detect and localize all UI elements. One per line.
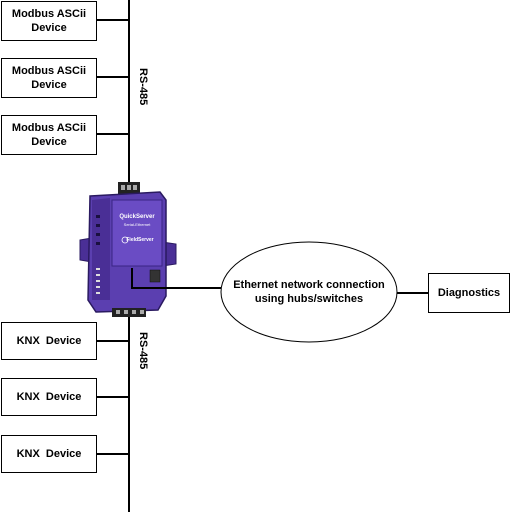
rs485-top-label: RS-485 bbox=[137, 68, 149, 106]
knx-device-label: KNX Device bbox=[16, 448, 82, 460]
rs485-bottom-label: RS-485 bbox=[137, 332, 149, 370]
modbus-device-label: Modbus ASCii Device bbox=[11, 8, 87, 34]
gateway-maker-label: FieldServer bbox=[126, 237, 153, 243]
modbus-device-box: Modbus ASCii Device bbox=[1, 1, 97, 41]
diagnostics-box: Diagnostics bbox=[428, 273, 510, 313]
gateway-subtitle-label: Serial-Ethernet bbox=[124, 222, 152, 227]
knx-device-box: KNX Device bbox=[1, 435, 97, 473]
modbus-device-box: Modbus ASCii Device bbox=[1, 58, 97, 98]
ethernet-network-label: Ethernet network connection using hubs/s… bbox=[233, 279, 385, 305]
knx-device-label: KNX Device bbox=[16, 335, 82, 347]
ethernet-link-line bbox=[131, 268, 222, 289]
knx-device-label: KNX Device bbox=[16, 391, 82, 403]
quickserver-gateway-icon: QuickServer Serial-Ethernet FieldServer bbox=[79, 182, 177, 317]
knx-device-box: KNX Device bbox=[1, 322, 97, 360]
front-label-panel bbox=[111, 199, 163, 267]
ethernet-port bbox=[149, 269, 161, 283]
modbus-device-label: Modbus ASCii Device bbox=[11, 122, 87, 148]
modbus-device-box: Modbus ASCii Device bbox=[1, 115, 97, 155]
bottom-terminal-block bbox=[112, 308, 146, 317]
knx-device-box: KNX Device bbox=[1, 378, 97, 416]
diagnostics-label: Diagnostics bbox=[437, 287, 501, 299]
modbus-device-label: Modbus ASCii Device bbox=[11, 65, 87, 91]
gateway-brand-label: QuickServer bbox=[119, 214, 155, 220]
